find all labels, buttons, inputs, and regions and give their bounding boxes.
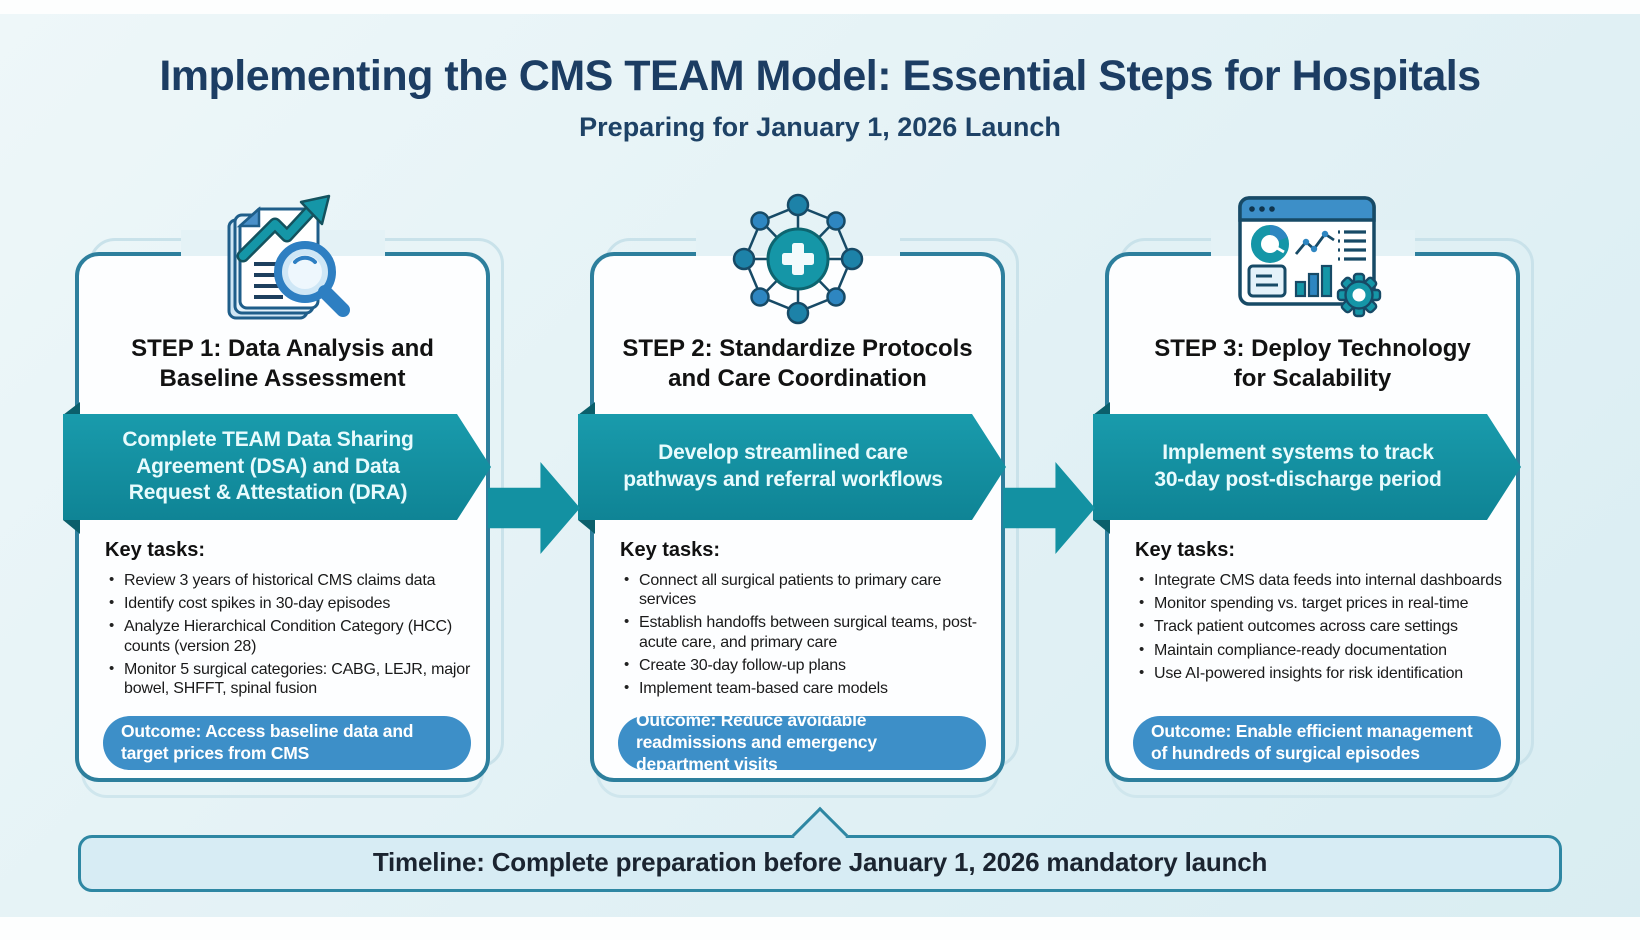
timeline-text: Timeline: Complete preparation before Ja…	[372, 847, 1268, 877]
page-title: Implementing the CMS TEAM Model: Essenti…	[159, 52, 1481, 100]
ribbon-band: Implement systems to track 30-day post-d…	[1093, 414, 1521, 520]
ribbon-band: Develop streamlined care pathways and re…	[578, 414, 1006, 520]
outcome-pill: Outcome: Reduce avoidable readmissions a…	[618, 710, 986, 774]
ribbon-fold-bottom	[578, 520, 595, 534]
ribbon-text-line: Develop streamlined care	[658, 441, 908, 465]
ribbon-text-line: Complete TEAM Data Sharing	[122, 428, 414, 452]
step-title-line: Baseline Assessment	[159, 365, 406, 392]
task-item: Integrate CMS data feeds into internal d…	[1135, 571, 1506, 590]
ribbon-banner: Complete TEAM Data Sharing Agreement (DS…	[63, 402, 491, 534]
page-subtitle: Preparing for January 1, 2026 Launch	[579, 112, 1061, 142]
ribbon-text-line: Implement systems to track	[1162, 441, 1434, 465]
ribbon-text-line: Agreement (DSA) and Data	[136, 454, 400, 478]
outcome-pill: Outcome: Access baseline data and target…	[103, 716, 471, 770]
step-title-line: for Scalability	[1233, 365, 1392, 392]
task-item: Establish handoffs between surgical team…	[620, 613, 991, 651]
ribbon-fold-bottom	[1093, 520, 1110, 534]
key-tasks-label: Key tasks:	[105, 539, 206, 561]
ribbon-band: Complete TEAM Data Sharing Agreement (DS…	[63, 414, 491, 520]
task-item: Create 30-day follow-up plans	[620, 656, 991, 675]
task-list: Integrate CMS data feeds into internal d…	[1135, 571, 1506, 683]
key-tasks-label: Key tasks:	[620, 539, 721, 561]
step-1-card: STEP 1: Data Analysis and Baseline Asses…	[63, 194, 504, 798]
card-body: STEP 3: Deploy Technology for Scalabilit…	[1093, 196, 1520, 782]
step-3-card: STEP 3: Deploy Technology for Scalabilit…	[1093, 196, 1534, 798]
ribbon-fold-top	[63, 402, 80, 415]
ribbon-text-line: Request & Attestation (DRA)	[128, 481, 408, 505]
care-network-cross-icon	[731, 192, 865, 331]
key-tasks-section: Key tasks: Review 3 years of historical …	[105, 539, 476, 702]
ribbon-text-line: 30-day post-discharge period	[1154, 468, 1442, 491]
step-title: STEP 2: Standardize Protocols and Care C…	[604, 334, 991, 394]
key-tasks-section: Key tasks: Integrate CMS data feeds into…	[1135, 539, 1506, 687]
task-item: Analyze Hierarchical Condition Category …	[105, 617, 476, 655]
ribbon-banner: Implement systems to track 30-day post-d…	[1093, 402, 1521, 534]
step-title: STEP 1: Data Analysis and Baseline Asses…	[89, 334, 476, 394]
card-body: STEP 2: Standardize Protocols and Care C…	[578, 193, 1005, 782]
task-item: Implement team-based care models	[620, 679, 991, 698]
task-item: Connect all surgical patients to primary…	[620, 571, 991, 609]
step-title-line: and Care Coordination	[668, 365, 927, 392]
steps-row: STEP 1: Data Analysis and Baseline Asses…	[63, 193, 1534, 798]
document-magnifier-trend-icon	[205, 192, 361, 331]
bottom-white-strip	[0, 917, 1640, 940]
ribbon-fold-top	[578, 402, 595, 415]
task-list: Connect all surgical patients to primary…	[620, 571, 991, 698]
task-item: Use AI-powered insights for risk identif…	[1135, 664, 1506, 683]
top-white-strip	[0, 0, 1640, 14]
ribbon-fold-top	[1093, 402, 1110, 415]
step-title: STEP 3: Deploy Technology for Scalabilit…	[1119, 334, 1506, 394]
task-item: Maintain compliance-ready documentation	[1135, 641, 1506, 660]
task-item: Track patient outcomes across care setti…	[1135, 617, 1506, 636]
task-item: Review 3 years of historical CMS claims …	[105, 571, 476, 590]
step-title-line: STEP 2: Standardize Protocols	[622, 335, 973, 362]
step-2-card: STEP 2: Standardize Protocols and Care C…	[578, 193, 1019, 798]
analytics-dashboard-gear-icon	[1232, 192, 1394, 329]
step-title-line: STEP 3: Deploy Technology	[1154, 335, 1471, 362]
task-item: Identify cost spikes in 30-day episodes	[105, 594, 476, 613]
task-item: Monitor spending vs. target prices in re…	[1135, 594, 1506, 613]
outcome-pill: Outcome: Enable efficient management of …	[1133, 716, 1501, 770]
key-tasks-section: Key tasks: Connect all surgical patients…	[620, 539, 991, 702]
step-title-line: STEP 1: Data Analysis and	[131, 335, 434, 362]
ribbon-fold-bottom	[63, 520, 80, 534]
ribbon-banner: Develop streamlined care pathways and re…	[578, 402, 1006, 534]
key-tasks-label: Key tasks:	[1135, 539, 1236, 561]
ribbon-text-line: pathways and referral workflows	[623, 468, 943, 491]
task-item: Monitor 5 surgical categories: CABG, LEJ…	[105, 660, 476, 698]
task-list: Review 3 years of historical CMS claims …	[105, 571, 476, 698]
card-body: STEP 1: Data Analysis and Baseline Asses…	[63, 194, 490, 782]
